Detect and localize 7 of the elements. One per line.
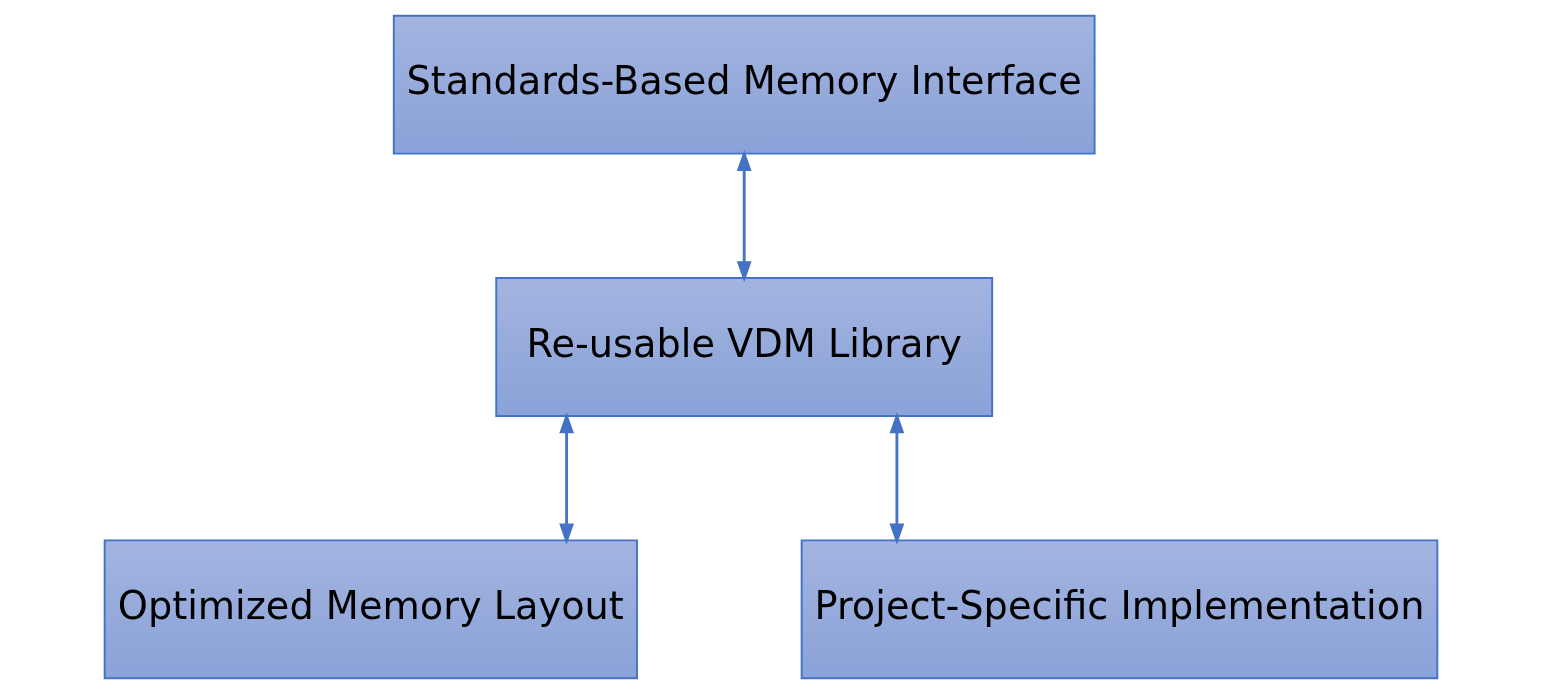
arrow — [736, 149, 752, 283]
node-box: Standards-Based Memory Interface — [392, 14, 1096, 155]
node-box: Optimized Memory Layout — [103, 539, 638, 680]
node-box: Re-usable VDM Library — [495, 277, 994, 417]
arrow — [889, 412, 905, 545]
arrow — [559, 412, 574, 545]
node-box: Project-Specific Implementation — [800, 539, 1439, 680]
